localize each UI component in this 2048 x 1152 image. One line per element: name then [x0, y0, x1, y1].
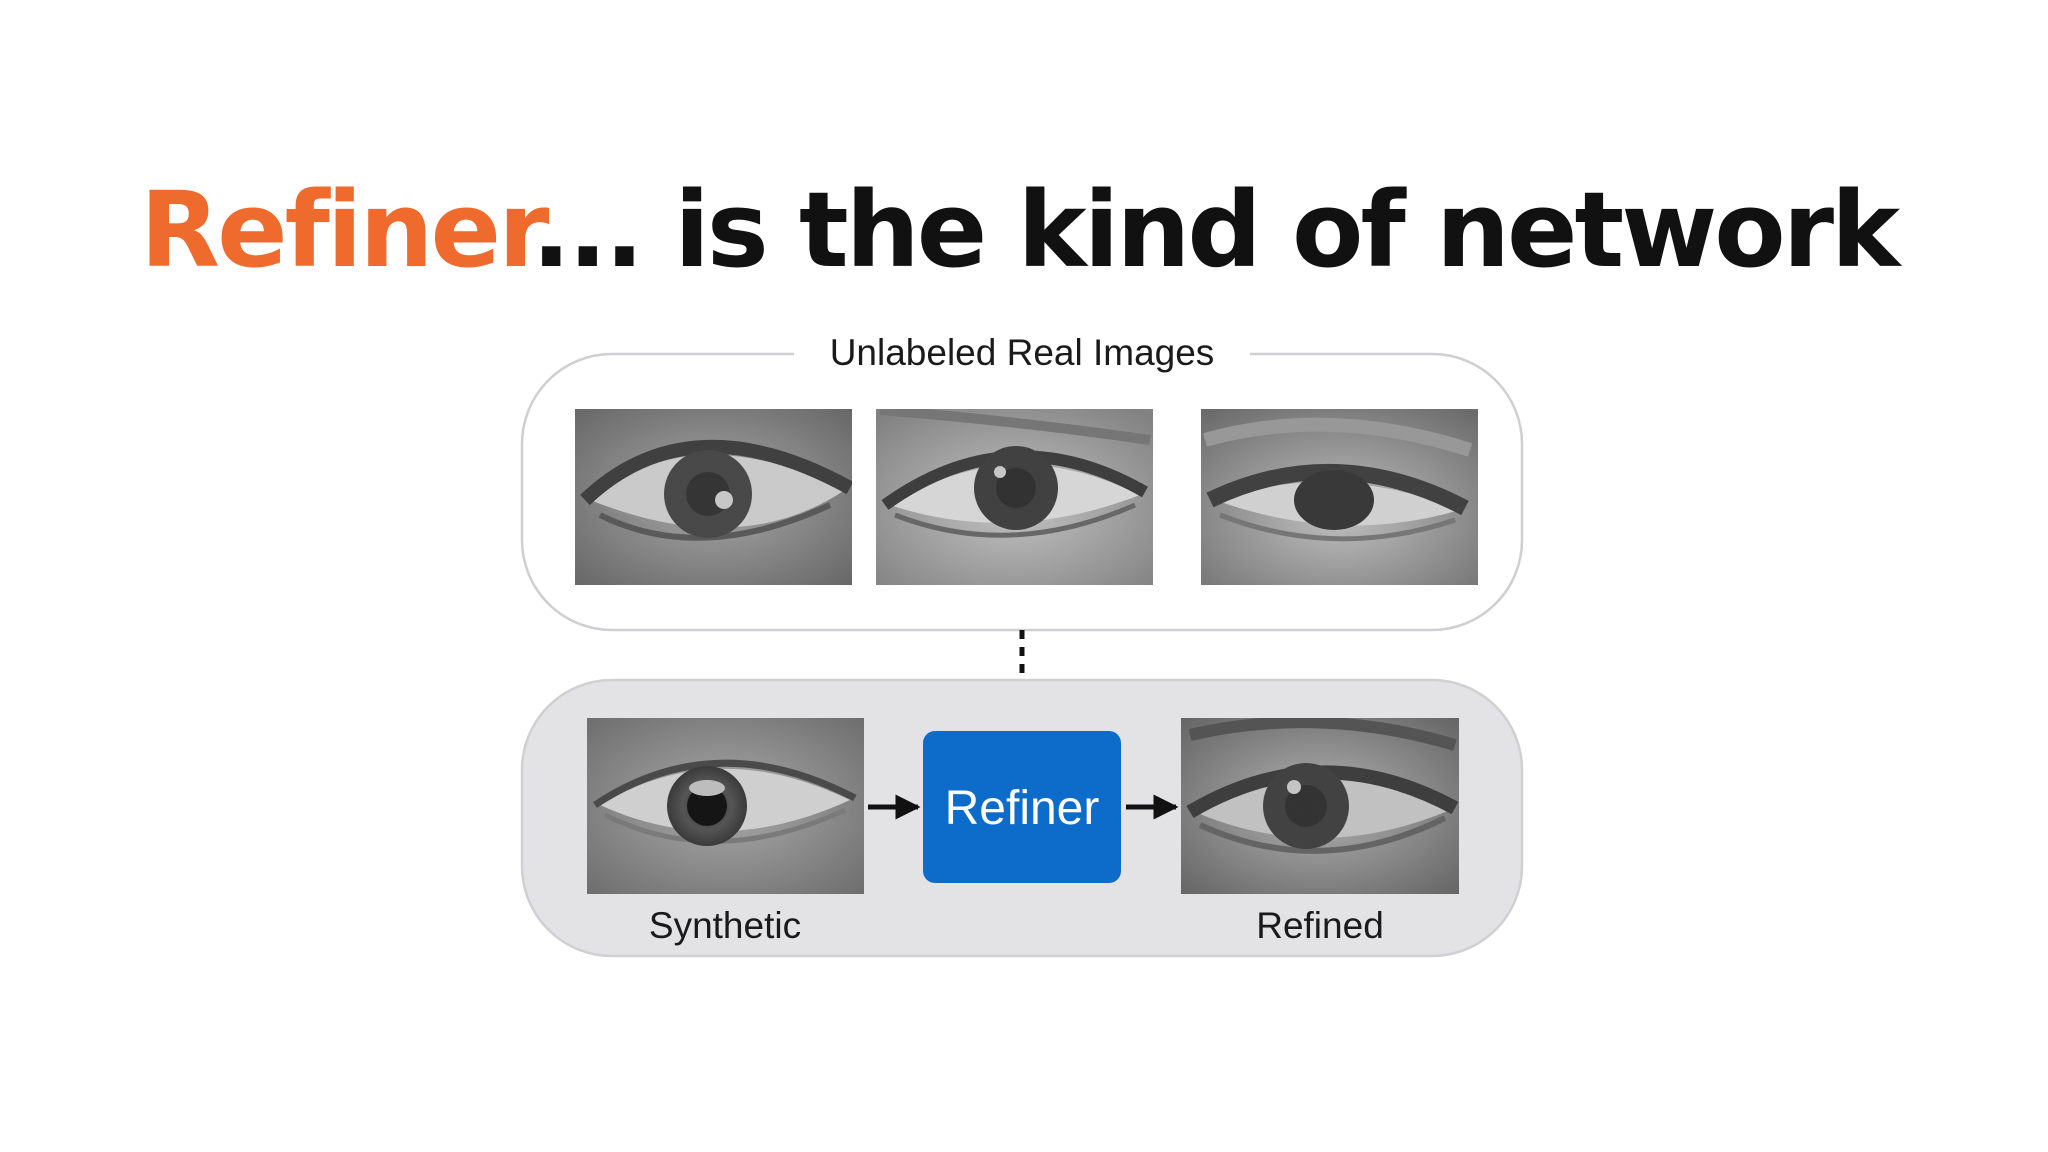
slide-title: Refiner... is the kind of network [140, 178, 1900, 282]
synthetic-eye-image [587, 718, 864, 894]
title-accent: Refiner [140, 169, 535, 291]
refiner-box [923, 731, 1121, 883]
real-group-label-bg [794, 328, 1250, 380]
real-eye-image-1 [575, 409, 852, 585]
refiner-box-label: Refiner [945, 782, 1100, 835]
refined-eye-image [1181, 718, 1459, 894]
synthetic-label: Synthetic [649, 905, 801, 946]
title-rest: ... is the kind of network [531, 169, 1901, 291]
real-group-label: Unlabeled Real Images [830, 332, 1215, 373]
real-eye-image-2 [876, 409, 1153, 585]
real-eye-image-3 [1201, 409, 1478, 585]
refined-label: Refined [1256, 905, 1384, 946]
